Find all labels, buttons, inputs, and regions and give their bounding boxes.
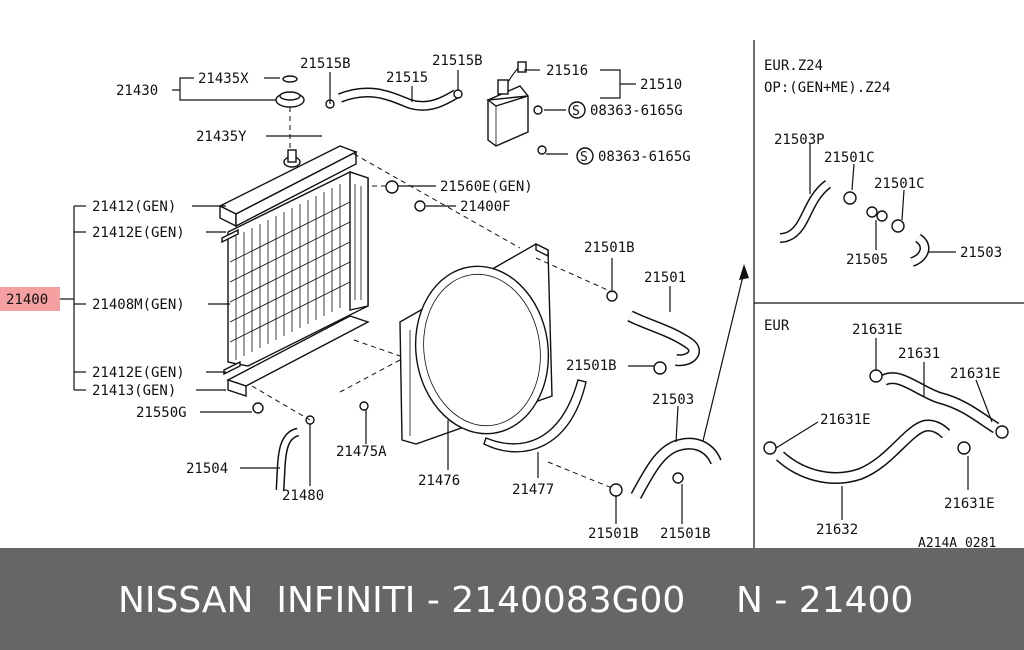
inset-title: EUR xyxy=(764,318,790,334)
part-label: 21501B xyxy=(660,526,711,542)
part-label: 21501B xyxy=(588,526,639,542)
arrow-head xyxy=(739,264,749,280)
part-label: 21408M(GEN) xyxy=(92,297,185,313)
assembly-guides xyxy=(251,153,613,489)
fan-shroud xyxy=(399,242,553,445)
part-label: 21412(GEN) xyxy=(92,199,176,215)
inset-title: EUR.Z24 xyxy=(764,58,823,74)
part-label: 21400F xyxy=(460,199,511,215)
part-label: 21631E xyxy=(852,322,903,338)
part-number-title: NISSAN INFINITI - 2140083G00 xyxy=(118,580,686,621)
radiator-cap xyxy=(275,75,305,108)
part-label: 08363-6165G xyxy=(598,149,691,165)
part-label: 21501 xyxy=(644,270,686,286)
inset-top: EUR.Z24 OP:(GEN+ME).Z24 21503P 21501C 21… xyxy=(764,58,1002,268)
part-label: 21560E(GEN) xyxy=(440,179,533,195)
part-label: 21480 xyxy=(282,488,324,504)
part-label: 21515B xyxy=(300,56,351,72)
reference-number: N - 21400 xyxy=(736,580,914,621)
inset-title: OP:(GEN+ME).Z24 xyxy=(764,80,890,96)
part-label: 21505 xyxy=(846,252,888,268)
screw-symbol xyxy=(576,147,594,165)
part-label: 21435X xyxy=(198,71,249,87)
part-label: 21413(GEN) xyxy=(92,383,176,399)
part-label: 21412E(GEN) xyxy=(92,225,185,241)
diagram-code: A214A 0281 xyxy=(918,536,996,548)
footer-bar: NISSAN INFINITI - 2140083G00 N - 21400 xyxy=(0,548,1024,650)
inset-pointer-arrow xyxy=(701,271,745,446)
part-label: 21631 xyxy=(898,346,940,362)
part-label: 21412E(GEN) xyxy=(92,365,185,381)
part-label: 21501C xyxy=(874,176,925,192)
part-label: 21503P xyxy=(774,132,825,148)
part-label: 21475A xyxy=(336,444,387,460)
part-label: 21501B xyxy=(566,358,617,374)
part-label: 21515B xyxy=(432,53,483,69)
part-label: 21501C xyxy=(824,150,875,166)
part-label: 21631E xyxy=(944,496,995,512)
part-label: 21501B xyxy=(584,240,635,256)
part-label: 21476 xyxy=(418,473,460,489)
part-label: 21516 xyxy=(546,63,588,79)
part-label-highlighted: 21400 xyxy=(6,292,48,308)
reservoir-tank xyxy=(486,61,547,155)
part-label: 21550G xyxy=(136,405,187,421)
part-label: 21435Y xyxy=(196,129,247,145)
part-label: 21503 xyxy=(960,245,1002,261)
part-label: 21510 xyxy=(640,77,682,93)
radiator-core xyxy=(218,145,370,397)
part-label: 21504 xyxy=(186,461,228,477)
highlight-box xyxy=(0,287,60,311)
screw-symbol-letter: S xyxy=(572,104,580,119)
inset-bottom: EUR 21631E 21631 21631E 21631E 21631E 21… xyxy=(763,318,1009,538)
part-label: 21631E xyxy=(820,412,871,428)
radiator-parts-diagram: S S 21430 21435X 21515B 21515 21515B 215… xyxy=(0,40,1024,548)
part-label: 21477 xyxy=(512,482,554,498)
part-label: 21515 xyxy=(386,70,428,86)
screw-symbol xyxy=(568,101,586,119)
part-label: 21632 xyxy=(816,522,858,538)
part-label: 21631E xyxy=(950,366,1001,382)
part-label: 21430 xyxy=(116,83,158,99)
leader-lines xyxy=(60,69,683,524)
part-label: 08363-6165G xyxy=(590,103,683,119)
lower-shroud xyxy=(483,379,587,453)
part-label: 21503 xyxy=(652,392,694,408)
screw-symbol-letter: S xyxy=(580,150,588,165)
